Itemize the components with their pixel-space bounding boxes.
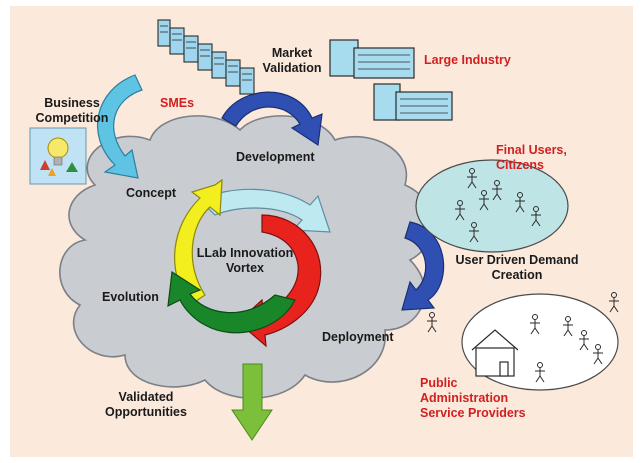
evolution-label: Evolution xyxy=(102,290,159,304)
cycle-arrow-development xyxy=(198,188,331,233)
validated-opportunities-arrow xyxy=(231,363,273,441)
smes-buildings-icon xyxy=(157,19,255,95)
flow-arrows xyxy=(97,74,445,311)
market-validation-label: Market Validation xyxy=(262,46,322,75)
vortex-center-label: LLab Innovation Vortex xyxy=(196,246,294,275)
lightbulb-icon xyxy=(29,127,87,185)
concept-label: Concept xyxy=(126,186,176,200)
smes-label: SMEs xyxy=(160,96,195,110)
competition-arrow xyxy=(97,74,143,179)
large-industry-buildings-icon xyxy=(329,39,453,121)
final-users-group xyxy=(415,159,569,253)
user-demand-arrow xyxy=(401,221,445,311)
deployment-label: Deployment xyxy=(322,330,394,344)
final-users-label: Final Users, Citizens xyxy=(496,143,567,172)
public-administration-label: Public Administration Service Providers xyxy=(420,376,526,420)
public-people xyxy=(427,292,619,383)
development-label: Development xyxy=(236,150,315,164)
market-validation-arrow xyxy=(221,91,323,147)
house-icon xyxy=(471,329,519,377)
vortex-cycle xyxy=(167,178,331,348)
validated-opportunities-label: Validated Opportunities xyxy=(105,390,187,419)
user-driven-demand-label: User Driven Demand Creation xyxy=(455,253,579,282)
public-administration-group xyxy=(461,293,619,391)
innovation-cloud xyxy=(59,115,433,399)
cycle-arrow-evolution xyxy=(167,270,296,334)
business-competition-label: Business Competition xyxy=(35,96,109,125)
cycle-arrow-concept xyxy=(174,178,223,306)
final-users-people xyxy=(455,168,541,243)
large-industry-label: Large Industry xyxy=(424,53,511,67)
